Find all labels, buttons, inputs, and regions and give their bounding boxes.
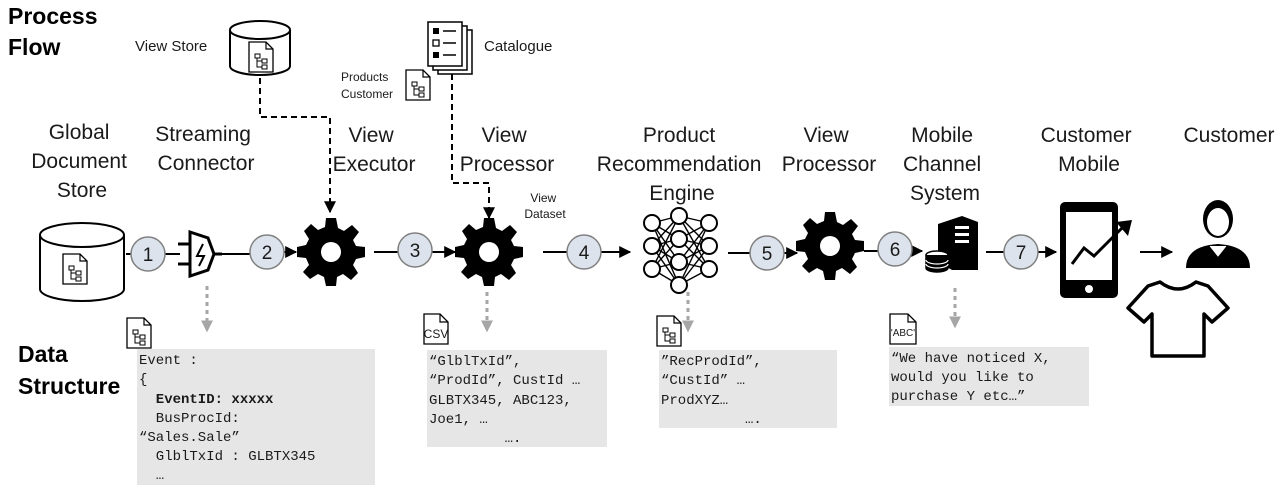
csv-data-box: “GlblTxId”, “ProdId”, CustId … GLBTX345,…: [0, 0, 639, 447]
view-store-connector: [259, 78, 336, 214]
view-store-database-icon: [229, 20, 291, 76]
neural-network-icon: [643, 207, 718, 294]
stage-label-streaming-connector: Streaming Connector: [155, 123, 257, 175]
view-executor-gear-icon: [297, 218, 365, 286]
view-processor-2-gear-icon: [796, 212, 864, 280]
text-file-icon: "ABC": [889, 313, 917, 345]
step-6: 6: [877, 231, 913, 267]
data-structure-heading: Data Structure: [18, 341, 120, 399]
step-4: 4: [566, 234, 602, 270]
svg-text:3: 3: [410, 241, 421, 262]
event-document-icon: [126, 317, 152, 349]
event-data-box: Event : { EventID: xxxxx BusProcId: “Sal…: [0, 0, 375, 485]
stage-label-view-processor-2: View Processor: [782, 124, 877, 176]
recommendation-document-icon: [656, 315, 682, 347]
svg-text:“We have noticed X, woul: “We have noticed X, would you like to pu…: [891, 351, 1051, 405]
catalogue-icon: [427, 21, 473, 75]
svg-text:5: 5: [762, 244, 773, 265]
server-database-icon: [925, 216, 978, 273]
svg-text:4: 4: [579, 243, 590, 264]
svg-text:Event : { EventI: Event : { EventID: xxxxx BusProcId: “Sal…: [0, 0, 374, 484]
svg-text:CSV: CSV: [424, 327, 449, 341]
step-7: 7: [1003, 234, 1039, 270]
step-1: 1: [130, 236, 166, 272]
view-dataset-label: View Dataset: [524, 191, 566, 221]
catalogue-connector: [451, 74, 495, 220]
svg-text:“GlblTxId”, “ProdId”, Cu: “GlblTxId”, “ProdId”, CustId … GLBTX345,…: [0, 0, 639, 447]
message-data-box: “We have noticed X, would you like to pu…: [889, 347, 1089, 406]
stage-label-product-recommendation-engine: Product Recommendation Engine: [597, 124, 767, 205]
svg-text:7: 7: [1016, 243, 1027, 264]
svg-text:1: 1: [143, 245, 154, 266]
global-document-store-icon: [39, 222, 125, 302]
products-customer-document-icon: [405, 69, 431, 101]
svg-text:”RecProdId”, “CustId” …: ”RecProdId”, “CustId” … ProdXYZ… ….: [661, 354, 762, 428]
stage-label-global-document-store: Global Document Store: [31, 121, 133, 202]
recommendation-data-box: ”RecProdId”, “CustId” … ProdXYZ… ….: [659, 350, 837, 428]
stage-label-customer-mobile: Customer Mobile: [1041, 124, 1138, 176]
svg-text:2: 2: [262, 243, 273, 264]
view-store-label: View Store: [135, 38, 207, 55]
mobile-phone-icon: [1060, 202, 1132, 298]
stage-label-view-executor: View Executor: [333, 124, 416, 176]
tshirt-icon: [1126, 280, 1230, 358]
process-flow-heading: Process Flow: [8, 3, 104, 60]
step-3: 3: [397, 232, 433, 268]
stage-label-customer: Customer: [1183, 124, 1274, 147]
plug-connector-icon: [178, 229, 222, 279]
step-5: 5: [749, 235, 785, 271]
svg-text:6: 6: [890, 240, 901, 261]
stage-label-mobile-channel-system: Mobile Channel System: [903, 124, 987, 205]
catalogue-label: Catalogue: [484, 38, 552, 55]
customer-person-icon: [1186, 200, 1250, 268]
stage-label-view-processor-1: View Processor: [460, 124, 555, 176]
svg-text:"ABC": "ABC": [889, 328, 917, 339]
step-2: 2: [249, 234, 285, 270]
view-processor-1-gear-icon: [455, 218, 523, 286]
csv-file-icon: CSV: [423, 313, 449, 345]
products-customer-label: Products Customer: [341, 70, 393, 101]
